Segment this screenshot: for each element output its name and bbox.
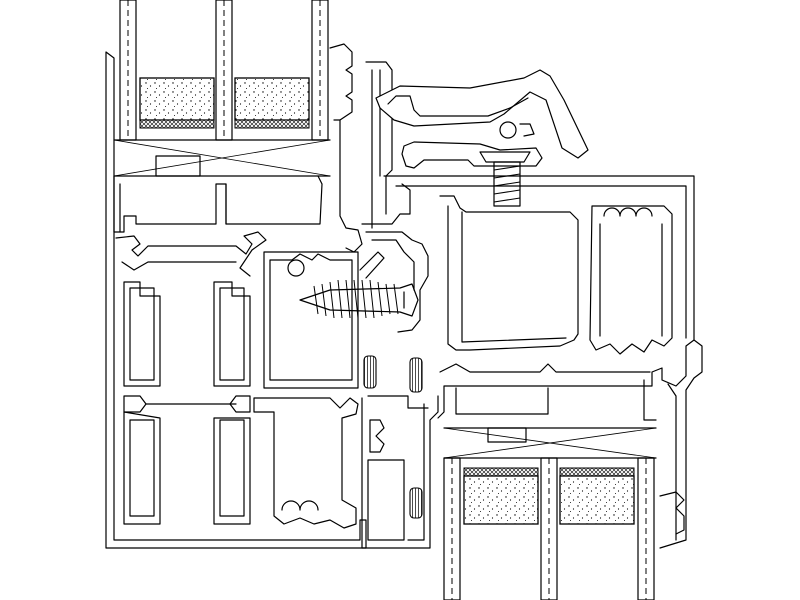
fixing-screw [299,251,419,319]
upper-spacer-desiccant [139,77,310,129]
coupling-profile [361,61,439,549]
weather-seal-brushes [363,355,423,519]
lower-glazing-unit [443,427,685,600]
upper-glazing-unit [119,0,329,141]
outer-frame-profile [105,43,367,549]
lower-spacer-desiccant [463,467,635,525]
drip-cap-profile [375,69,589,169]
sash-profile [123,251,359,529]
lower-glass-panes [443,457,655,600]
vertical-screw [479,151,531,207]
